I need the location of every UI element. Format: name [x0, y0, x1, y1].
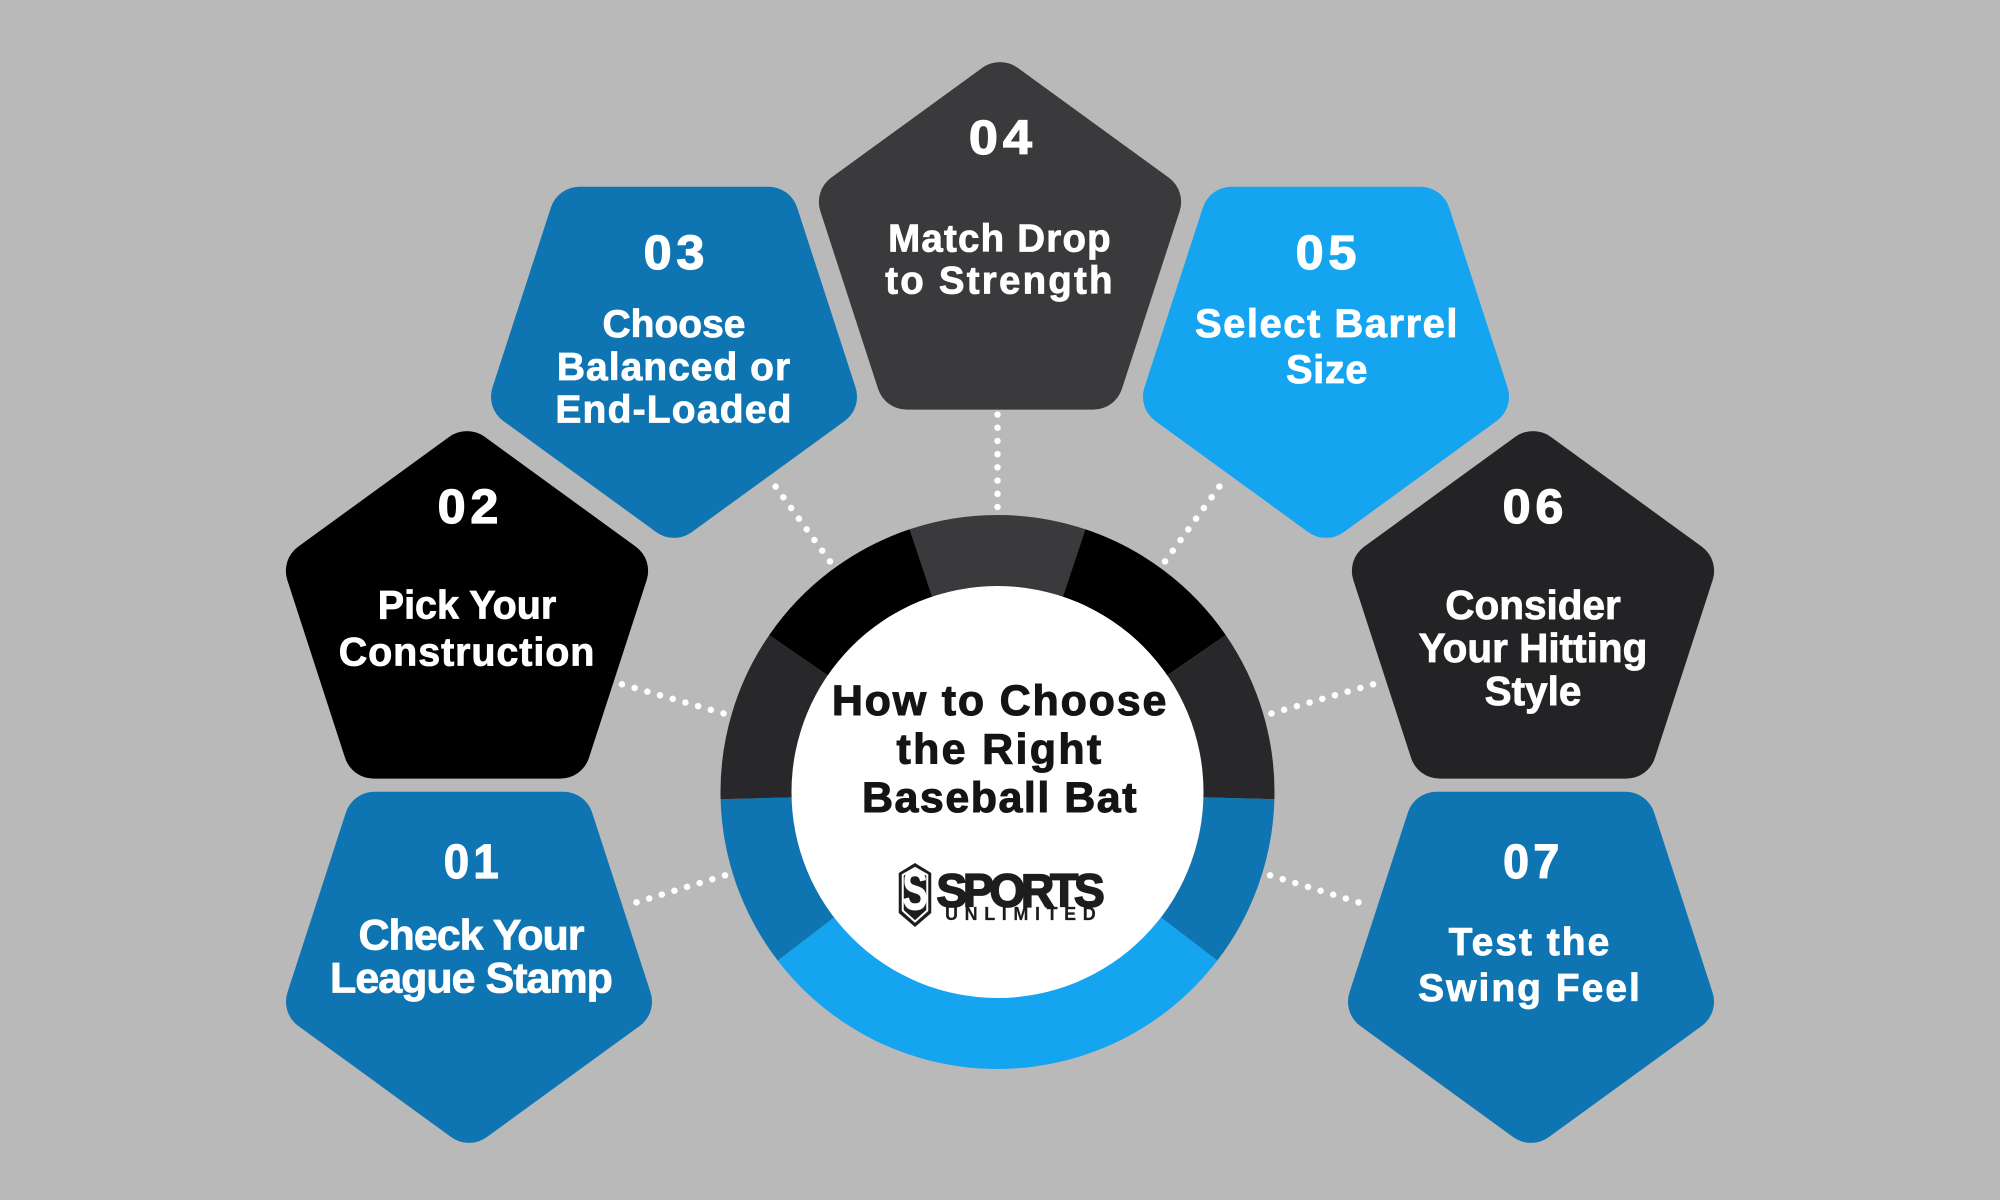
svg-text:Swing Feel: Swing Feel [1418, 967, 1642, 1010]
svg-text:Balanced or: Balanced or [557, 346, 791, 389]
svg-text:04: 04 [969, 111, 1037, 165]
svg-text:the Right: the Right [897, 726, 1104, 774]
svg-text:Style: Style [1485, 668, 1582, 714]
svg-text:01: 01 [444, 835, 503, 888]
svg-text:06: 06 [1503, 480, 1569, 534]
svg-text:Baseball Bat: Baseball Bat [862, 774, 1138, 822]
svg-text:Match Drop: Match Drop [888, 218, 1112, 261]
svg-text:Consider: Consider [1445, 582, 1621, 628]
svg-text:S: S [902, 859, 927, 923]
svg-text:Test the: Test the [1449, 921, 1612, 964]
svg-text:Size: Size [1286, 348, 1368, 392]
svg-text:End-Loaded: End-Loaded [555, 389, 792, 432]
svg-text:Pick Your: Pick Your [378, 584, 557, 628]
svg-text:07: 07 [1503, 835, 1564, 889]
svg-text:02: 02 [438, 480, 504, 534]
svg-text:Choose: Choose [602, 303, 745, 346]
svg-text:Check Your: Check Your [359, 912, 585, 960]
svg-text:SPORTS: SPORTS [937, 864, 1103, 916]
svg-text:Your Hitting: Your Hitting [1419, 625, 1648, 671]
svg-text:03: 03 [644, 226, 710, 280]
svg-text:UNLIMITED: UNLIMITED [945, 904, 1102, 924]
svg-text:Select Barrel: Select Barrel [1195, 302, 1459, 346]
svg-text:How to Choose: How to Choose [832, 677, 1168, 725]
svg-text:League Stamp: League Stamp [330, 955, 612, 1003]
svg-text:to Strength: to Strength [885, 260, 1115, 303]
svg-text:Construction: Construction [339, 631, 596, 675]
svg-text:05: 05 [1296, 226, 1362, 280]
